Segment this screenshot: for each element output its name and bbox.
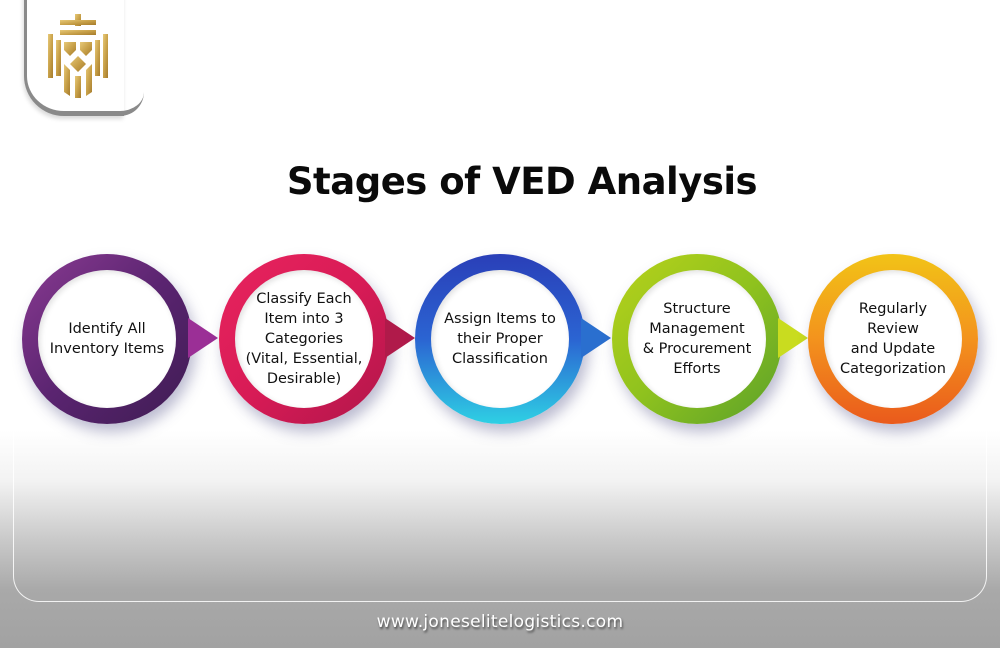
stage-1: Identify All Inventory Items bbox=[22, 254, 218, 424]
stage-4-label: Structure Management & Procurement Effor… bbox=[642, 301, 752, 377]
arrow-right-icon bbox=[188, 318, 218, 358]
arrow-right-icon bbox=[385, 318, 415, 358]
arrow-right-icon bbox=[581, 318, 611, 358]
stage-2-label: Classify Each Item into 3 Categories (Vi… bbox=[245, 291, 363, 387]
stage-4: Structure Management & Procurement Effor… bbox=[612, 254, 808, 424]
stage-4-circle: Structure Management & Procurement Effor… bbox=[628, 270, 766, 408]
stage-3-circle: Assign Items to their Proper Classificat… bbox=[431, 270, 569, 408]
stage-5-circle: Regularly Review and Update Categorizati… bbox=[824, 270, 962, 408]
stage-2: Classify Each Item into 3 Categories (Vi… bbox=[219, 254, 415, 424]
stage-1-circle: Identify All Inventory Items bbox=[38, 270, 176, 408]
stage-2-circle: Classify Each Item into 3 Categories (Vi… bbox=[235, 270, 373, 408]
footer-frame bbox=[13, 420, 987, 602]
page-title: Stages of VED Analysis bbox=[286, 160, 758, 203]
stage-3-label: Assign Items to their Proper Classificat… bbox=[444, 311, 556, 367]
stage-3: Assign Items to their Proper Classificat… bbox=[415, 254, 611, 424]
website-url: www.joneselitelogistics.com bbox=[376, 612, 624, 632]
arrow-right-icon bbox=[778, 318, 808, 358]
crown-shield-logo-icon bbox=[48, 14, 108, 98]
stage-5-label: Regularly Review and Update Categorizati… bbox=[840, 301, 946, 377]
stage-1-label: Identify All Inventory Items bbox=[49, 321, 165, 357]
stage-5: Regularly Review and Update Categorizati… bbox=[808, 254, 978, 424]
